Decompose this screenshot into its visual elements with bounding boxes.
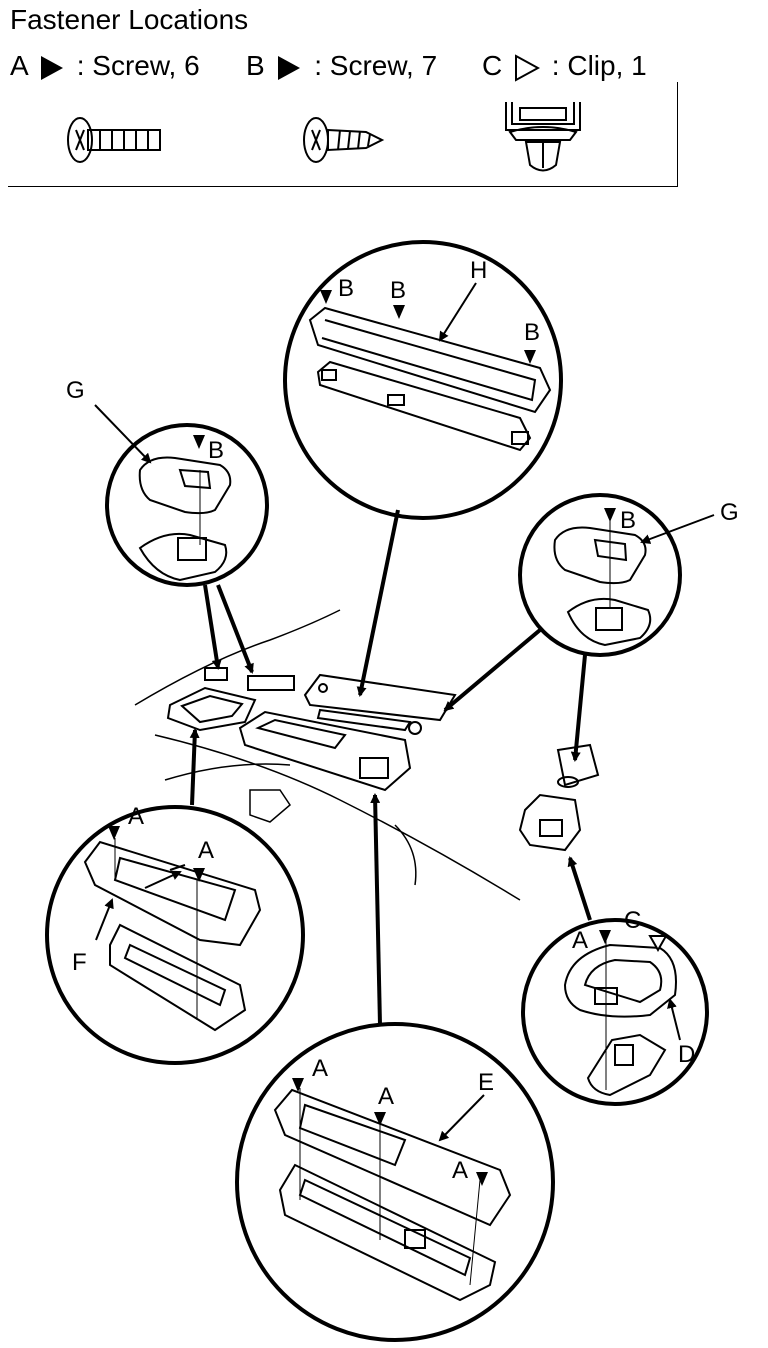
- callout-a: A: [378, 1083, 394, 1110]
- lens-h: [308, 306, 552, 452]
- legend-letter: B: [246, 50, 265, 81]
- clip-icon: [505, 102, 581, 172]
- filled-triangle-icon: [278, 55, 301, 80]
- callout-h: H: [470, 257, 487, 284]
- clip-marker-icon: [648, 935, 668, 953]
- legend-text: : Clip, 1: [551, 50, 647, 81]
- legend-text: : Screw, 7: [314, 50, 438, 81]
- lens-e: [273, 1088, 512, 1302]
- legend-item-c: C : Clip, 1: [482, 50, 647, 82]
- callout-b: B: [390, 277, 406, 304]
- callout-a: A: [572, 927, 588, 954]
- callout-b: B: [208, 437, 224, 464]
- callout-b: B: [338, 275, 354, 302]
- pointer-arrows: [189, 509, 592, 1026]
- callout-c: C: [624, 907, 641, 934]
- callout-a: A: [312, 1055, 328, 1082]
- roof-outline: [134, 609, 521, 901]
- callout-b: B: [620, 507, 636, 534]
- callout-b: B: [524, 319, 540, 346]
- legend-letter: C: [482, 50, 503, 81]
- detail-circle-f: [45, 805, 305, 1065]
- legend-item-b: B : Screw, 7: [246, 50, 437, 82]
- callout-f: F: [72, 949, 87, 976]
- legend-text: : Screw, 6: [76, 50, 200, 81]
- center-light-e: [238, 710, 412, 792]
- callout-g: G: [720, 499, 739, 526]
- callout-a: A: [128, 803, 144, 830]
- lens-f: [83, 838, 262, 1032]
- legend-letter: A: [10, 50, 28, 81]
- detail-circle-h: [283, 240, 563, 520]
- callout-g: G: [66, 377, 85, 404]
- callout-a: A: [452, 1157, 468, 1184]
- page-title: Fastener Locations: [10, 4, 249, 35]
- detail-circle-d: [521, 918, 709, 1106]
- lens-d: [563, 940, 677, 1097]
- legend-box-border: [8, 186, 678, 187]
- callout-a: A: [198, 837, 214, 864]
- screw-tapping-icon: [303, 117, 385, 163]
- screw-markers: [108, 290, 616, 1186]
- callout-d: D: [678, 1041, 695, 1068]
- filled-triangle-icon: [40, 55, 63, 80]
- leader-lines: [94, 282, 715, 1142]
- legend-item-a: A : Screw, 6: [10, 50, 200, 82]
- cover-g-right: [553, 510, 652, 647]
- front-map-light-left: [166, 667, 295, 732]
- detail-circle-e: [235, 1022, 555, 1342]
- callout-e: E: [478, 1069, 494, 1096]
- cover-g-left: [138, 456, 232, 582]
- legend-box-border: [677, 82, 678, 187]
- outline-triangle-icon: [515, 53, 541, 82]
- screw-machine-icon: [67, 117, 161, 163]
- detail-circle-g-left: [105, 423, 269, 587]
- spot-light-d: [518, 743, 600, 852]
